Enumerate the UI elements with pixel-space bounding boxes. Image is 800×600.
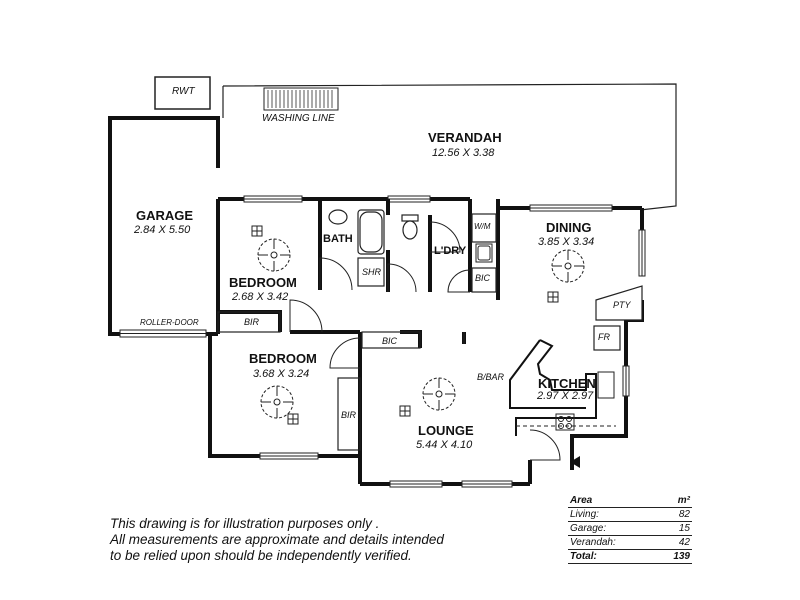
room-name-laundry: L'DRY [434, 245, 467, 257]
pantry-label: PTY [613, 300, 631, 310]
disclaimer-line: to be relied upon should be independentl… [110, 548, 412, 563]
room-name-bedroom-2: BEDROOM [249, 351, 317, 366]
bir-label-2: BIR [341, 410, 357, 420]
area-row-value: 82 [655, 507, 692, 522]
area-table-header: Area m² [568, 494, 692, 508]
area-table-total: Total: 139 [568, 549, 692, 564]
table-row: Living: 82 [568, 507, 692, 522]
sink-icon [597, 371, 615, 399]
table-row: Garage: 15 [568, 521, 692, 536]
ceiling-fan-icon [422, 377, 456, 411]
room-name-verandah: VERANDAH [428, 130, 502, 145]
pantry [595, 285, 643, 321]
room-dims-kitchen: 2.97 X 2.97 [537, 390, 594, 402]
ceiling-fan-icon [551, 249, 585, 283]
room-dims-garage: 2.84 X 5.50 [134, 224, 191, 236]
roller-door [119, 329, 207, 338]
room-dims-lounge: 5.44 X 4.10 [416, 439, 473, 451]
ceiling-fan-icon [257, 238, 291, 272]
washing-line-icon [263, 87, 339, 111]
area-table: Area m² Living: 82 Garage: 15 Verandah: … [568, 494, 692, 564]
windows [243, 195, 646, 488]
area-total-value: 139 [655, 549, 692, 564]
rwt-label: RWT [172, 86, 195, 97]
disclaimer: This drawing is for illustration purpose… [110, 516, 444, 564]
area-row-value: 15 [655, 521, 692, 536]
vent-icon [251, 225, 559, 425]
room-dims-dining: 3.85 X 3.34 [538, 236, 595, 248]
room-name-kitchen: KITCHEN [538, 376, 596, 391]
built-ins [217, 213, 497, 451]
bir-label-1: BIR [244, 317, 260, 327]
area-row-label: Garage: [568, 521, 656, 536]
room-name-garage: GARAGE [136, 208, 194, 223]
room-dims-verandah: 12.56 X 3.38 [432, 147, 495, 159]
door-swings [289, 221, 561, 461]
cooktop-icon [555, 413, 575, 431]
bic-label-laundry: BIC [475, 273, 491, 283]
washing-line-label: WASHING LINE [262, 113, 335, 124]
rainwater-tank [154, 76, 211, 110]
kitchen-bench [509, 339, 597, 436]
disclaimer-line: All measurements are approximate and det… [110, 532, 444, 547]
room-dims-bedroom-2: 3.68 X 3.24 [253, 368, 310, 380]
roller-door-label: ROLLER-DOOR [140, 318, 199, 327]
laundry-fixtures [475, 243, 493, 263]
breakfast-bar-label: B/BAR [477, 372, 505, 382]
entry-arrow-icon [570, 456, 580, 468]
disclaimer-line: This drawing is for illustration purpose… [110, 516, 380, 531]
area-row-label: Verandah: [568, 535, 656, 550]
verandah-outline [222, 83, 677, 211]
area-row-value: 42 [655, 535, 692, 550]
fridge [593, 325, 621, 351]
room-name-bath: BATH [323, 233, 353, 245]
area-row-label: Living: [568, 507, 656, 522]
area-header-label: Area [568, 494, 656, 508]
bic-label-top: BIC [382, 336, 398, 346]
room-name-dining: DINING [546, 220, 592, 235]
ceiling-fan-icon [260, 385, 294, 419]
area-header-unit: m² [655, 494, 692, 508]
shower-label: SHR [362, 267, 382, 277]
washing-machine-label: W/M [474, 222, 491, 231]
room-name-lounge: LOUNGE [418, 423, 474, 438]
bathroom-fixtures [328, 209, 419, 287]
table-row: Verandah: 42 [568, 535, 692, 550]
fridge-label: FR [598, 332, 610, 342]
room-dims-bedroom-1: 2.68 X 3.42 [232, 291, 289, 303]
area-total-label: Total: [568, 549, 656, 564]
room-name-bedroom-1: BEDROOM [229, 275, 297, 290]
